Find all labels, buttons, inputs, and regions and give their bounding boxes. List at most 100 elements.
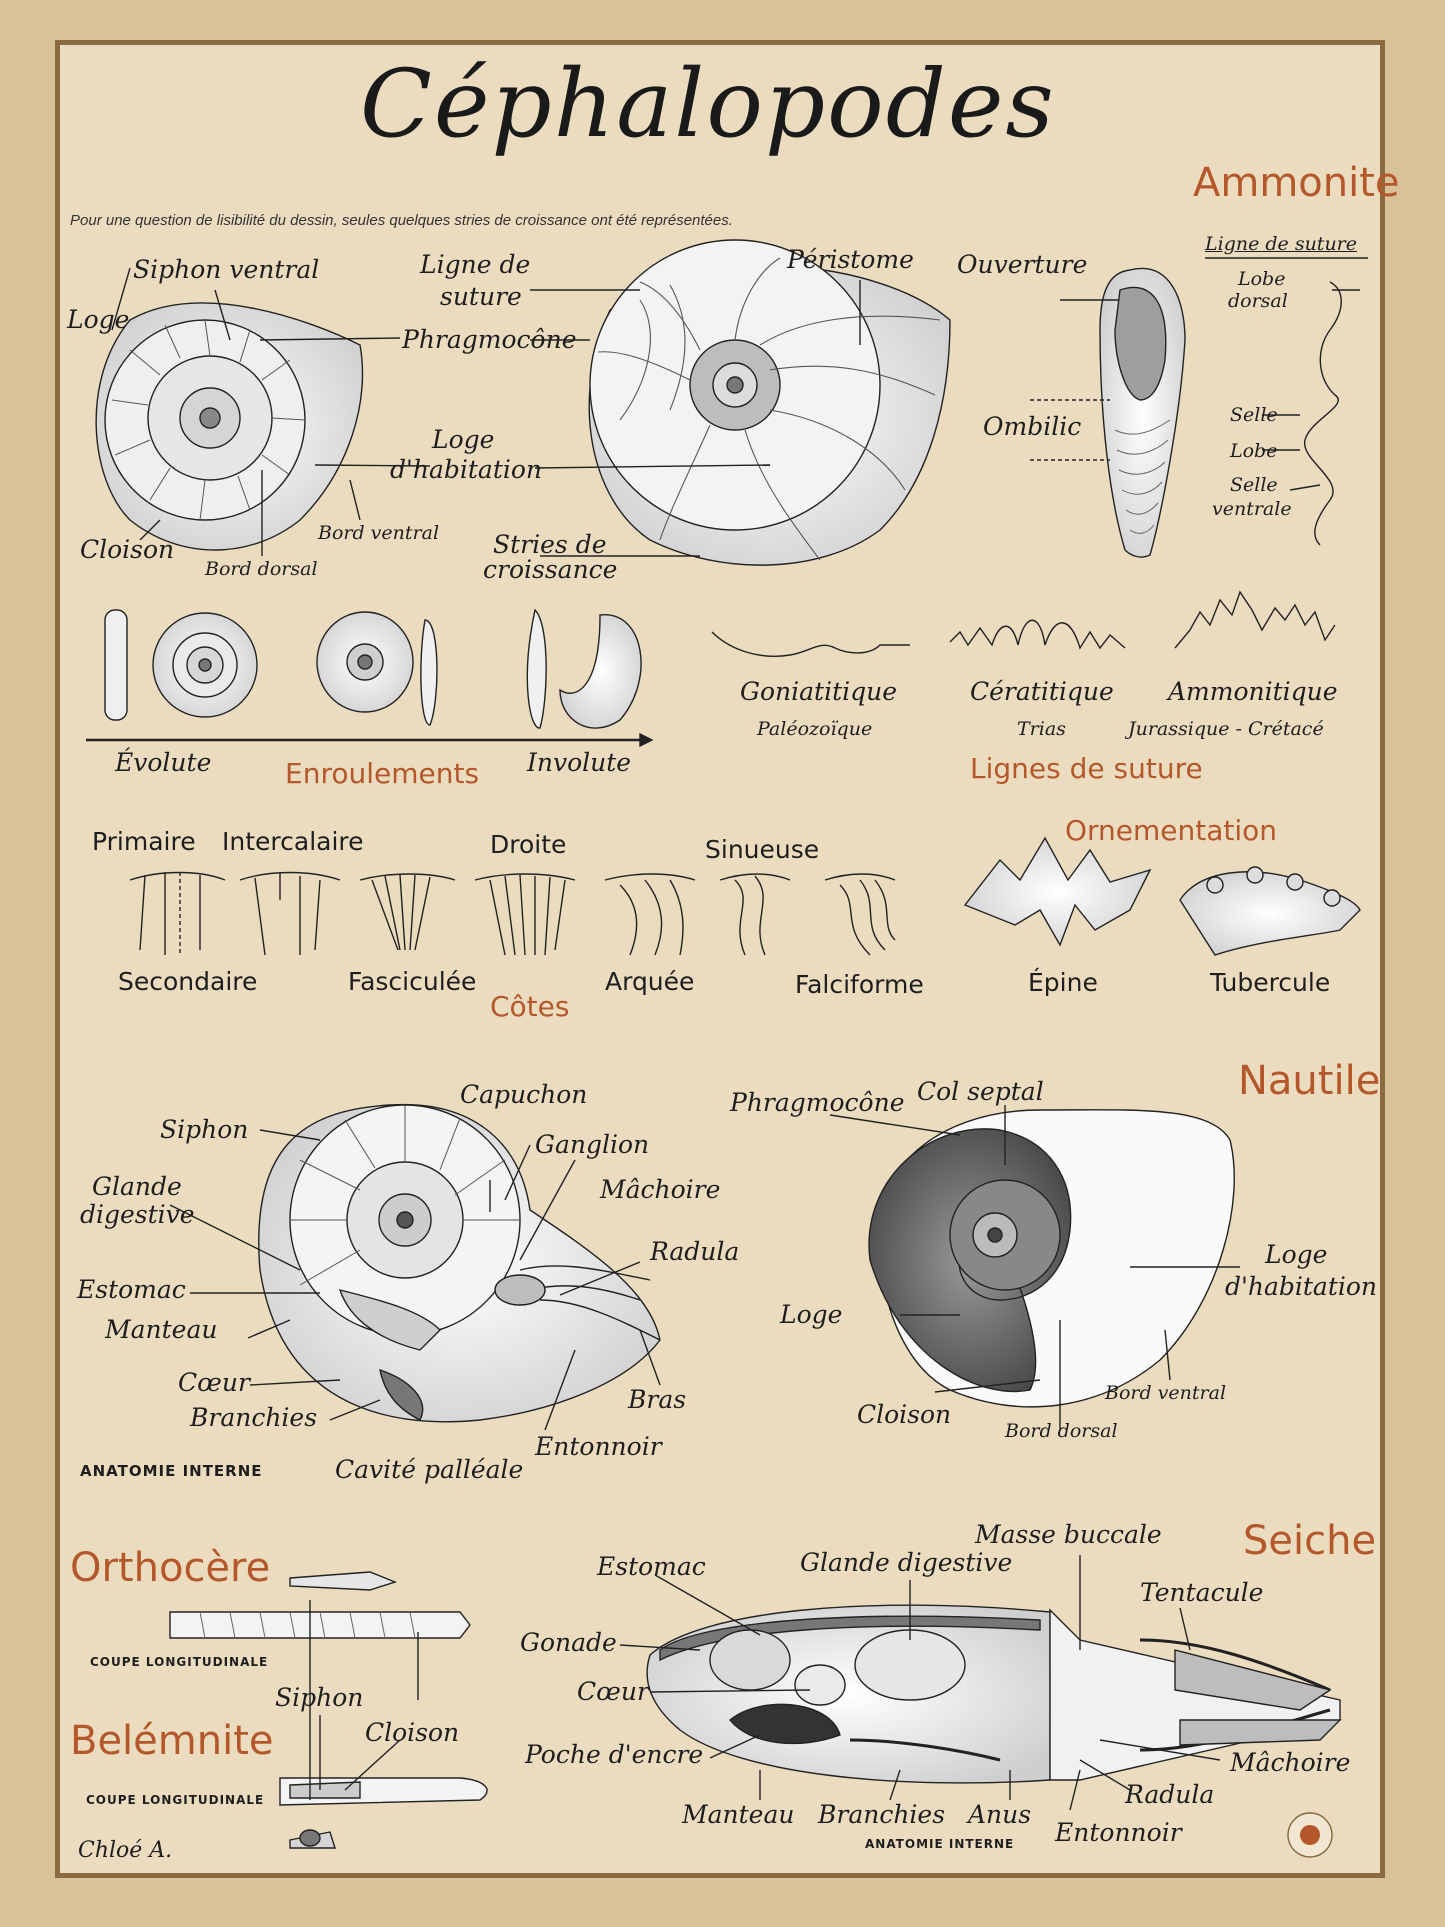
nautile-heading: Nautile: [1238, 1058, 1381, 1104]
label-manteau-seiche: Manteau: [682, 1800, 795, 1829]
label-branchies-seiche: Branchies: [818, 1800, 946, 1829]
label-cloison: Cloison: [80, 535, 175, 564]
cotes-drawing: [129, 871, 896, 956]
belemnite-caption: COUPE LONGITUDINALE: [86, 1793, 265, 1807]
label-cloison-nautile: Cloison: [857, 1400, 952, 1429]
label-droite: Droite: [490, 830, 567, 859]
label-branchies-nautile: Branchies: [190, 1403, 318, 1432]
suture-age-trias: Trias: [1017, 718, 1066, 740]
label-evolute: Évolute: [115, 748, 212, 777]
label-ganglion: Ganglion: [535, 1130, 650, 1159]
label-ouverture: Ouverture: [957, 250, 1088, 279]
label-lobe-dorsal-2: dorsal: [1228, 290, 1288, 312]
lignes-suture-heading: Lignes de suture: [970, 752, 1203, 785]
label-stries-2: croissance: [483, 555, 618, 584]
label-stries: Stries de: [493, 530, 607, 559]
label-tubercule: Tubercule: [1210, 968, 1331, 997]
label-entonnoir-seiche: Entonnoir: [1055, 1818, 1182, 1847]
suture-type-ceratitique: Cératitique: [970, 677, 1114, 706]
label-selle-ventrale: Selle: [1230, 474, 1278, 496]
label-epine: Épine: [1028, 968, 1098, 997]
nautile-anatomy-caption: ANATOMIE INTERNE: [80, 1462, 263, 1480]
label-machoire-nautile: Mâchoire: [600, 1175, 721, 1204]
label-glande-digestive-seiche: Glande digestive: [800, 1548, 1013, 1577]
label-peristome: Péristome: [787, 245, 914, 274]
label-fasciculee: Fasciculée: [348, 967, 477, 996]
orthocere-caption: COUPE LONGITUDINALE: [90, 1655, 269, 1669]
label-falciforme: Falciforme: [795, 970, 924, 999]
label-cavite-palleale: Cavité palléale: [335, 1455, 524, 1484]
label-phragmocone-nautile: Phragmocône: [730, 1088, 905, 1117]
ammonite-section-drawing: [95, 267, 431, 556]
label-masse-buccale: Masse buccale: [975, 1520, 1162, 1549]
cuttlefish-drawing: [619, 1555, 1342, 1811]
ornementation-heading: Ornementation: [1065, 814, 1278, 847]
label-anus: Anus: [968, 1800, 1032, 1829]
page-title: Céphalopodes: [360, 50, 1056, 159]
label-poche-encre: Poche d'encre: [525, 1740, 704, 1769]
label-loge-habitation-nautile: Loge: [1265, 1240, 1328, 1269]
label-primaire: Primaire: [92, 827, 196, 856]
label-phragmocone: Phragmocône: [402, 325, 577, 354]
label-selle-ventrale-2: ventrale: [1212, 498, 1292, 520]
label-ligne-de-suture-2: suture: [440, 282, 522, 311]
ammonite-suture-line-drawing: [1205, 257, 1368, 546]
enroulements-drawing: [86, 608, 654, 748]
label-bord-dorsal-nautile: Bord dorsal: [1005, 1420, 1118, 1442]
label-coeur-seiche: Cœur: [577, 1677, 649, 1706]
seiche-anatomy-caption: ANATOMIE INTERNE: [865, 1837, 1015, 1851]
label-radula-nautile: Radula: [650, 1237, 740, 1266]
label-entonnoir-nautile: Entonnoir: [535, 1432, 662, 1461]
label-loge-habitation-2: d'habitation: [390, 455, 543, 484]
orthocere-heading: Orthocère: [70, 1545, 271, 1591]
label-sinueuse: Sinueuse: [705, 835, 820, 864]
label-estomac-nautile: Estomac: [77, 1275, 186, 1304]
label-selle: Selle: [1230, 404, 1278, 426]
seiche-heading: Seiche: [1243, 1518, 1377, 1564]
label-ombilic: Ombilic: [983, 412, 1082, 441]
label-glande-2: digestive: [80, 1200, 195, 1229]
label-loge: Loge: [67, 305, 130, 334]
label-siphon-belemnite: Siphon: [275, 1683, 364, 1712]
nautilus-shell-drawing: [829, 1105, 1240, 1430]
belemnite-drawing: [279, 1600, 488, 1849]
label-tentacule: Tentacule: [1140, 1578, 1264, 1607]
label-ligne-de-suture: Ligne de: [420, 250, 531, 279]
brand-logo: [1287, 1812, 1333, 1858]
ammonite-external-drawing: [530, 239, 951, 566]
legibility-note: Pour une question de lisibilité du dessi…: [70, 212, 733, 229]
enroulements-heading: Enroulements: [285, 757, 480, 790]
label-radula-seiche: Radula: [1125, 1780, 1215, 1809]
label-gonade: Gonade: [520, 1628, 617, 1657]
cotes-heading: Côtes: [490, 990, 570, 1023]
signature: Chloé A.: [78, 1838, 173, 1863]
suture-title: Ligne de suture: [1205, 233, 1358, 255]
label-coeur-nautile: Cœur: [178, 1368, 250, 1397]
label-involute: Involute: [527, 748, 632, 777]
suture-age-jurassique: Jurassique - Crétacé: [1128, 718, 1324, 740]
label-bord-ventral: Bord ventral: [318, 522, 440, 544]
nautilus-anatomy-drawing: [169, 1103, 661, 1431]
belemnite-heading: Belémnite: [70, 1718, 274, 1764]
label-loge-habitation-nautile-2: d'habitation: [1225, 1272, 1378, 1301]
label-arquee: Arquée: [605, 967, 695, 996]
label-intercalaire: Intercalaire: [222, 827, 364, 856]
label-siphon-nautile: Siphon: [160, 1115, 249, 1144]
label-glande: Glande: [92, 1172, 182, 1201]
label-estomac-seiche: Estomac: [597, 1552, 706, 1581]
ammonite-aperture-drawing: [1030, 267, 1186, 558]
suture-type-goniatitique: Goniatitique: [740, 677, 898, 706]
ornementation-drawing: [963, 836, 1361, 956]
label-loge-habitation: Loge: [432, 425, 495, 454]
label-bras: Bras: [628, 1385, 687, 1414]
orthocere-drawing: [169, 1571, 471, 1639]
suture-types-drawing: [711, 590, 1336, 657]
label-col-septal: Col septal: [917, 1077, 1044, 1106]
label-lobe-dorsal: Lobe: [1238, 268, 1286, 290]
label-capuchon: Capuchon: [460, 1080, 588, 1109]
label-bord-dorsal: Bord dorsal: [205, 558, 318, 580]
label-manteau-nautile: Manteau: [105, 1315, 218, 1344]
suture-age-paleozoique: Paléozoïque: [757, 718, 873, 740]
suture-type-ammonitique: Ammonitique: [1168, 677, 1338, 706]
